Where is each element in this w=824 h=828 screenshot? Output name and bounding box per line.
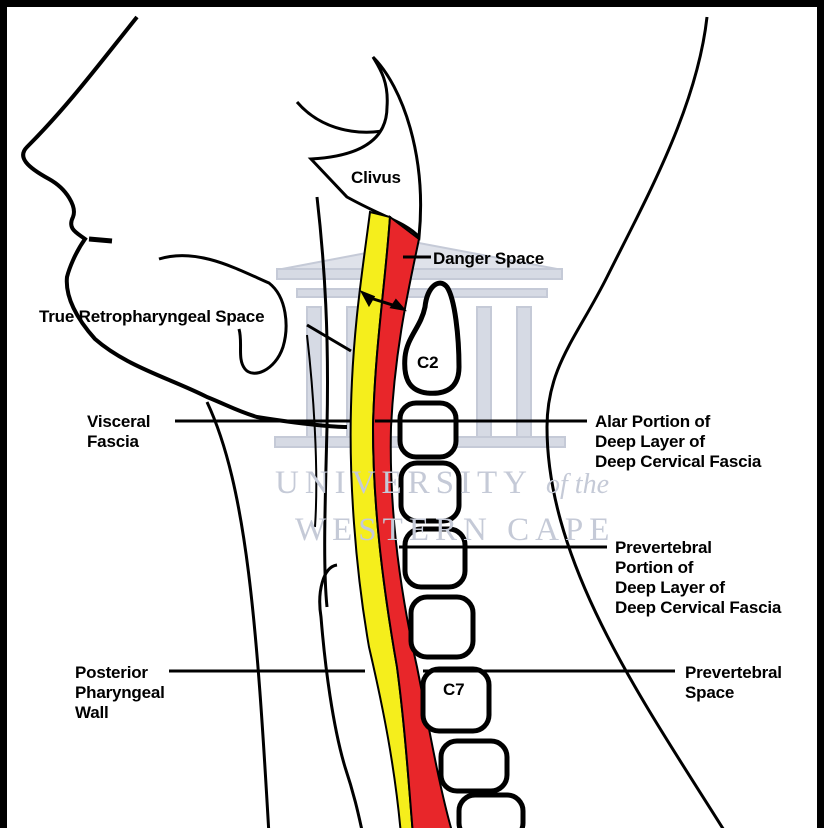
label-prevertebral-space: Prevertebral Space — [685, 663, 782, 703]
label-line: Deep Layer of — [615, 578, 781, 598]
label-posterior-pharyngeal-wall: Posterior Pharyngeal Wall — [75, 663, 165, 723]
label-line: Pharyngeal — [75, 683, 165, 703]
label-line: Posterior — [75, 663, 165, 683]
label-line: Deep Cervical Fascia — [615, 598, 781, 618]
neck-anterior-line — [207, 402, 269, 828]
label-line: Portion of — [615, 558, 781, 578]
vertebra-c6 — [411, 597, 473, 657]
label-c2: C2 — [417, 353, 438, 373]
watermark-western-cape: WESTERN CAPE — [295, 512, 615, 549]
vertebra-c3 — [400, 403, 456, 457]
label-danger-space: Danger Space — [433, 249, 544, 269]
label-prevertebral-portion: Prevertebral Portion of Deep Layer of De… — [615, 538, 781, 618]
vertebra-t1 — [441, 741, 507, 791]
label-line: Wall — [75, 703, 165, 723]
label-line: Visceral — [87, 412, 150, 432]
label-line: Space — [685, 683, 782, 703]
label-line: Deep Layer of — [595, 432, 761, 452]
vertebra-c7 — [423, 669, 489, 731]
lip-line — [89, 239, 112, 241]
label-line: Alar Portion of — [595, 412, 761, 432]
label-line: Deep Cervical Fascia — [595, 452, 761, 472]
label-visceral-fascia: Visceral Fascia — [87, 412, 150, 452]
label-true-retropharyngeal-space: True Retropharyngeal Space — [39, 307, 264, 327]
watermark-university: UNIVERSITY of the — [275, 465, 609, 502]
label-alar-portion: Alar Portion of Deep Layer of Deep Cervi… — [595, 412, 761, 472]
clivus-shape — [311, 57, 421, 237]
face-profile-outline — [23, 17, 347, 427]
label-clivus: Clivus — [351, 168, 401, 188]
label-line: Prevertebral — [615, 538, 781, 558]
c2-vertebra — [405, 283, 459, 393]
label-c7: C7 — [443, 680, 464, 700]
label-line: Fascia — [87, 432, 150, 452]
label-line: Prevertebral — [685, 663, 782, 683]
vertebra-t2 — [459, 795, 523, 828]
